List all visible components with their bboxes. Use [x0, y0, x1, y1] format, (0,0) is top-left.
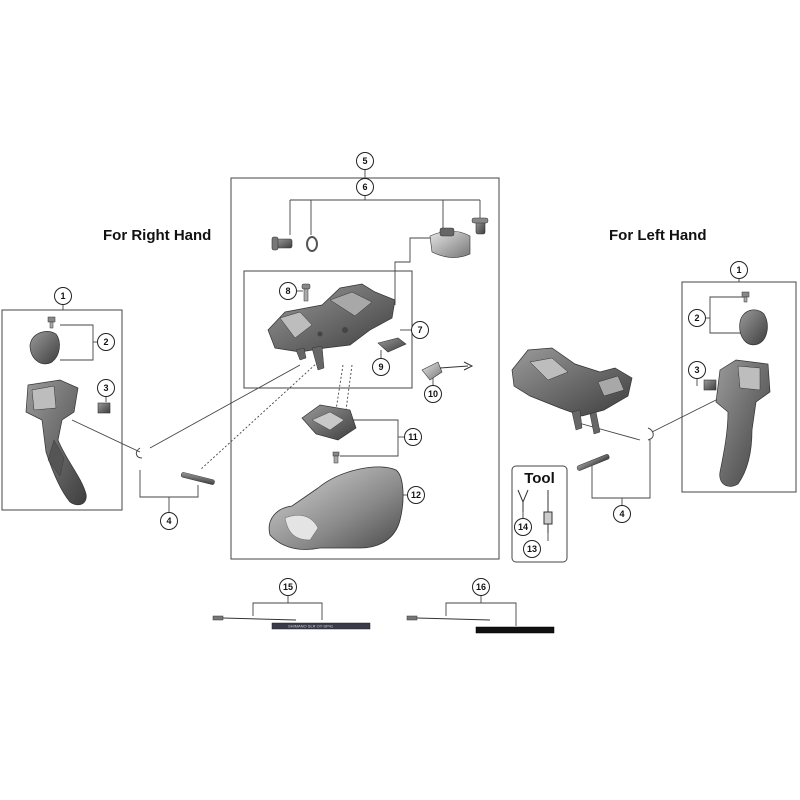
part-6-bolt-washer: [271, 236, 318, 252]
callout-tool-13: 13: [523, 540, 541, 558]
callout-16: 16: [472, 578, 490, 596]
tool-14-fork-tool: [517, 489, 529, 512]
callout-rh-4: 4: [160, 512, 178, 530]
tool-frame: [511, 465, 568, 563]
lh-shift-lever-unit: [715, 359, 771, 487]
callout-11: 11: [404, 428, 422, 446]
callout-15: 15: [279, 578, 297, 596]
part-11-inner-cover: [301, 404, 357, 464]
callout-6: 6: [356, 178, 374, 196]
cable-15-print: SHIMANO SLR OT-SP41: [288, 624, 334, 629]
callout-lh-1: 1: [730, 261, 748, 279]
callout-lh-4: 4: [613, 505, 631, 523]
rh-shift-lever-unit: [25, 379, 87, 506]
callout-tool-14: 14: [514, 518, 532, 536]
rh-part-2-cap: [29, 331, 60, 365]
rh-part-3-clip: [97, 402, 111, 414]
callout-rh-2: 2: [97, 333, 115, 351]
callout-5: 5: [356, 152, 374, 170]
callout-rh-3: 3: [97, 379, 115, 397]
tool-13-pin-tool: [543, 490, 553, 533]
rh-part-4-pin-spring: [135, 447, 215, 485]
lh-part-3-clip: [703, 379, 717, 391]
part-8-screw: [301, 283, 311, 302]
lh-part-2-cap: [739, 309, 768, 346]
part-7-main-bracket: [267, 283, 396, 371]
lh-part-4-pin-spring: [576, 427, 654, 471]
callout-12: 12: [407, 486, 425, 504]
callout-9: 9: [372, 358, 390, 376]
leader-lines: [60, 169, 745, 626]
part-16-cable-set: [406, 615, 555, 634]
callout-8: 8: [279, 282, 297, 300]
callout-7: 7: [411, 321, 429, 339]
part-15-cable-set: [212, 615, 371, 630]
callout-10: 10: [424, 385, 442, 403]
lh-part-1-screw: [741, 291, 750, 303]
rh-part-1-screw: [47, 316, 56, 329]
heading-left-hand: For Left Hand: [609, 227, 707, 244]
tool-title: Tool: [524, 470, 555, 487]
right-hand-frame: [1, 309, 123, 511]
callout-lh-3: 3: [688, 361, 706, 379]
part-10-plate-spring: [421, 361, 474, 381]
heading-right-hand: For Right Hand: [103, 227, 212, 244]
callout-lh-2: 2: [688, 309, 706, 327]
callout-rh-1: 1: [54, 287, 72, 305]
lh-bracket-body: [511, 347, 633, 435]
part-9-lever-piece: [377, 337, 407, 353]
part-6-band-clamp: [429, 217, 489, 258]
part-12-bracket-hood: [268, 466, 404, 550]
